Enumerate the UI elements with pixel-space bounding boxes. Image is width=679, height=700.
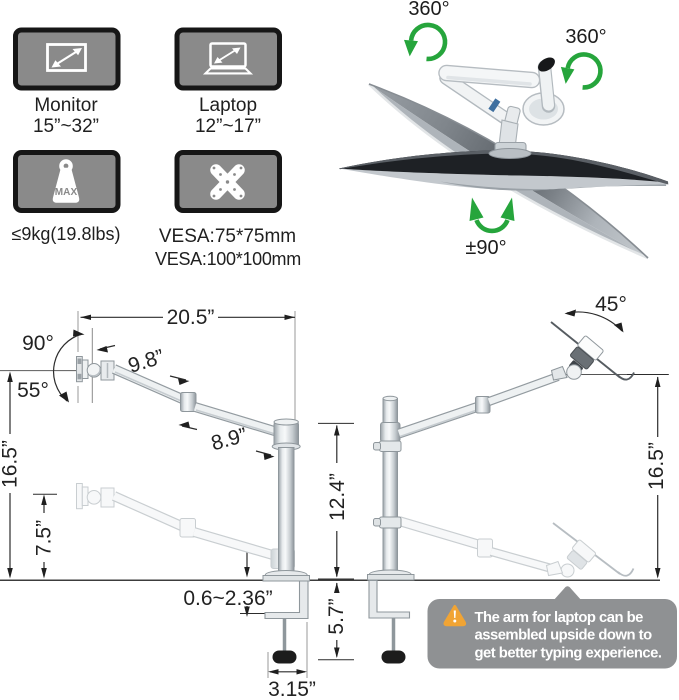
svg-text:VESA:100*100mm: VESA:100*100mm: [155, 249, 301, 269]
svg-text:45°: 45°: [595, 293, 627, 316]
svg-text:16.5”: 16.5”: [645, 442, 668, 490]
svg-text:VESA:75*75mm: VESA:75*75mm: [159, 226, 296, 247]
svg-text:Monitor: Monitor: [34, 95, 98, 116]
svg-text:5.7”: 5.7”: [325, 598, 348, 634]
svg-text:20.5”: 20.5”: [167, 306, 215, 329]
svg-text:360°: 360°: [408, 0, 449, 20]
svg-text:15”~32”: 15”~32”: [33, 116, 99, 137]
svg-text:3.15”: 3.15”: [268, 678, 316, 700]
svg-text:Laptop: Laptop: [199, 95, 257, 116]
svg-text:get better typing experience.: get better typing experience.: [475, 645, 662, 661]
svg-text:12”~17”: 12”~17”: [195, 116, 261, 137]
svg-text:12.4”: 12.4”: [326, 473, 349, 521]
svg-text:assembled upside down to: assembled upside down to: [475, 628, 653, 644]
svg-text:7.5”: 7.5”: [33, 520, 56, 556]
svg-text:360°: 360°: [565, 26, 606, 48]
svg-text:16.5”: 16.5”: [0, 440, 22, 488]
svg-text:MAX: MAX: [55, 187, 78, 198]
svg-text:≤9kg(19.8lbs): ≤9kg(19.8lbs): [12, 224, 121, 244]
svg-text:0.6~2.36”: 0.6~2.36”: [183, 587, 272, 610]
svg-text:The arm for laptop can be: The arm for laptop can be: [475, 610, 644, 626]
svg-text:90°: 90°: [22, 332, 54, 355]
svg-text:8.9”: 8.9”: [209, 424, 250, 456]
svg-text:±90°: ±90°: [465, 237, 506, 259]
svg-text:55°: 55°: [17, 379, 49, 402]
